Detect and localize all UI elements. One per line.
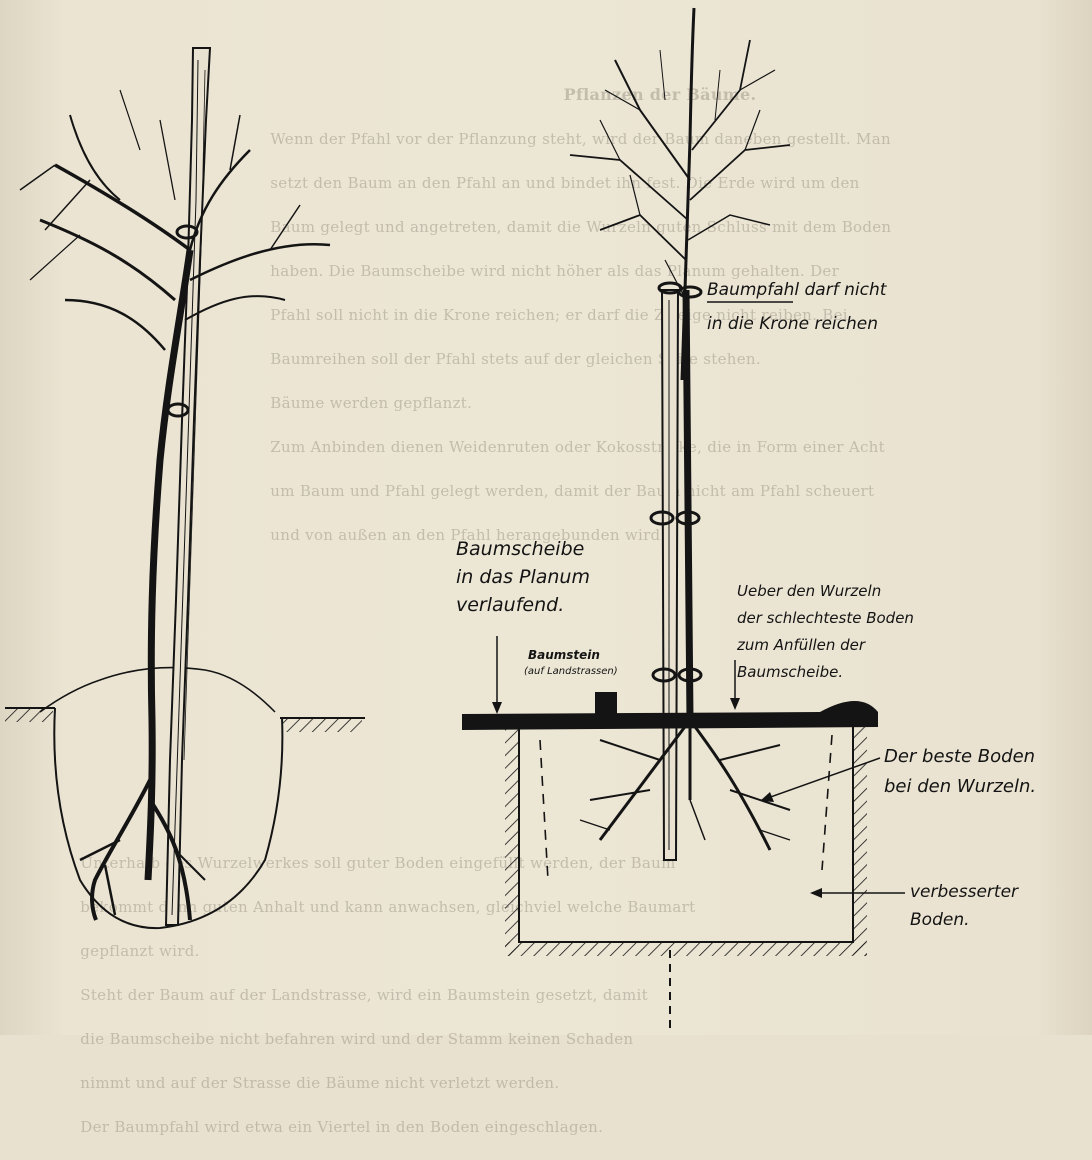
- label-verbesserter-line1: verbesserter: [910, 882, 1018, 902]
- pit-wall-right: [853, 726, 867, 956]
- pit-floor: [505, 942, 867, 956]
- label-ueber-wurzeln-line3: zum Anfüllen der: [737, 636, 865, 654]
- page-background: Pflanzen der Bäume. Wenn der Pfahl vor d…: [0, 0, 1092, 1035]
- label-baumstein-note: (auf Landstrassen): [524, 666, 618, 677]
- label-ueber-wurzeln-line4: Baumscheibe.: [737, 663, 843, 681]
- label-baumstein: Baumstein: [528, 648, 600, 662]
- background-line: Der Baumpfahl wird etwa ein Viertel in d…: [80, 1118, 603, 1136]
- label-ueber-wurzeln-line2: der schlechteste Boden: [737, 609, 914, 627]
- planting-diagram: [0, 0, 1092, 1035]
- right-tree-figure: [462, 8, 905, 1030]
- background-line: nimmt und auf der Strasse die Bäume nich…: [80, 1074, 559, 1092]
- label-baumpfahl-line1: Baumpfahl darf nicht: [707, 280, 886, 300]
- left-tree-figure: [5, 48, 365, 928]
- label-baumscheibe-line1: Baumscheibe: [456, 538, 584, 560]
- label-ueber-wurzeln-line1: Ueber den Wurzeln: [737, 582, 881, 600]
- left-stake: [166, 48, 210, 925]
- pit-wall-left: [505, 726, 519, 956]
- label-baumscheibe-line2: in das Planum: [456, 566, 590, 588]
- tree-stone: [595, 692, 617, 716]
- label-verbesserter-line2: Boden.: [910, 910, 970, 930]
- right-stake: [662, 290, 678, 860]
- mound-outline: [40, 668, 275, 712]
- ground-hatching-left: [5, 708, 53, 722]
- label-baumpfahl-line2: in die Krone reichen: [707, 314, 878, 334]
- ground-hatching-right: [282, 718, 362, 732]
- label-baumscheibe-line3: verlaufend.: [456, 594, 564, 616]
- label-beste-boden-line2: bei den Wurzeln.: [884, 776, 1036, 797]
- label-beste-boden-line1: Der beste Boden: [884, 746, 1035, 767]
